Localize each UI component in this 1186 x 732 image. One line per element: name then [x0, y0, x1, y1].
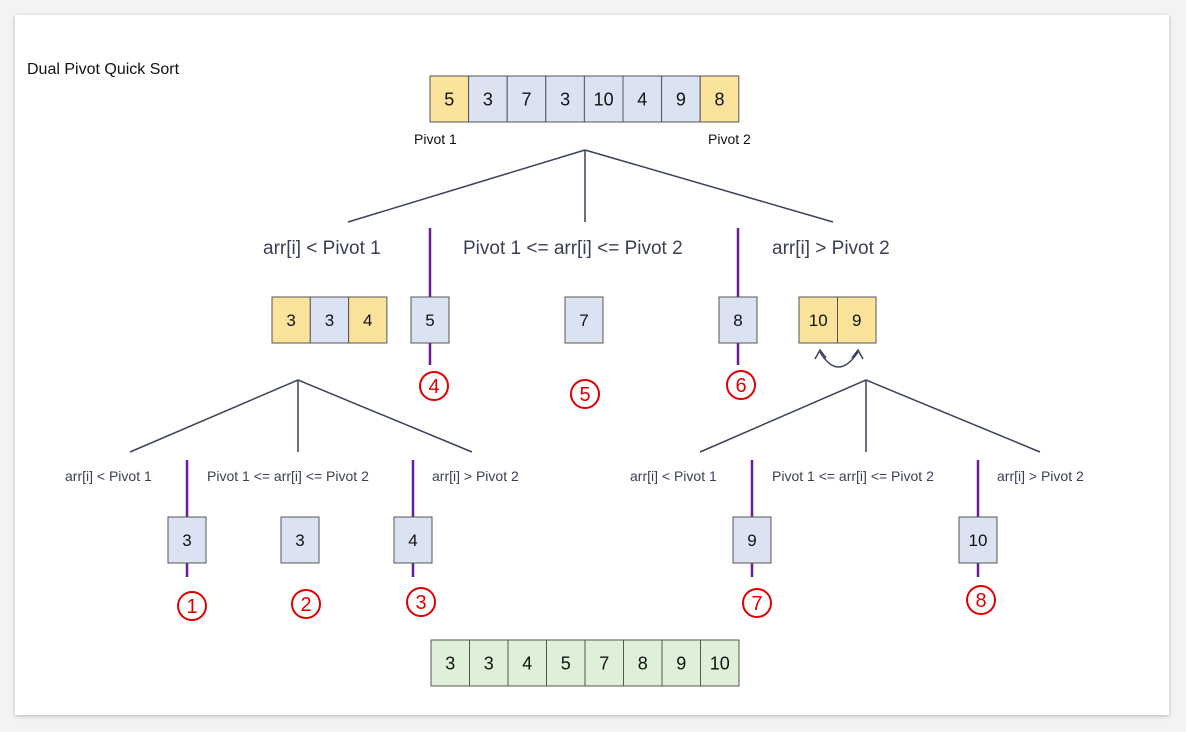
sorted-array-cell-7: [700, 639, 740, 687]
step-number-1: 1: [186, 596, 197, 618]
step-circle-8: [966, 585, 996, 615]
l2-right-cell-0-label: 9: [747, 531, 756, 550]
l1-pivot1-cell-label: 5: [425, 311, 434, 330]
l2-left-condition-less: arr[i] < Pivot 1: [65, 468, 152, 484]
swap-arrowhead-right: [851, 348, 864, 360]
initial-array-cell-0-label: 5: [444, 89, 454, 109]
l2-left-cell-1: [280, 516, 320, 564]
step-circle-4: [419, 371, 449, 401]
l2-left-cell-0-label: 3: [182, 531, 191, 550]
l2-left-cell-2: [393, 516, 433, 564]
l2-left-cell-2-label: 4: [408, 531, 417, 550]
step-number-4: 4: [428, 376, 439, 398]
l1-condition-less: arr[i] < Pivot 1: [263, 238, 381, 259]
l2-right-cell-1-label: 10: [969, 531, 988, 550]
step-number-5: 5: [579, 384, 590, 406]
diagram-title: Dual Pivot Quick Sort: [27, 61, 180, 78]
l1-condition-greater: arr[i] > Pivot 2: [772, 238, 890, 259]
l1-left-cell-0-label: 3: [286, 311, 295, 330]
initial-array-cell-4-label: 10: [594, 89, 614, 109]
l1-pivot1-cell: [410, 296, 450, 344]
sorted-array-cell-5-label: 8: [638, 653, 648, 673]
initial-array-cell-3-label: 3: [560, 89, 570, 109]
step-circle-7: [742, 588, 772, 618]
l1-condition-between: Pivot 1 <= arr[i] <= Pivot 2: [463, 238, 683, 259]
sorted-array-cell-6: [661, 639, 701, 687]
l1-left-cell-2: [348, 296, 388, 344]
l2-left-cell-1-label: 3: [295, 531, 304, 550]
l1-middle-cell: [564, 296, 604, 344]
initial-array-cell-0: [429, 75, 470, 123]
initial-array-cell-7: [699, 75, 740, 123]
l1-right-cell-1: [837, 296, 877, 344]
sorted-array-cell-4-label: 7: [599, 653, 609, 673]
l2-left-condition-between: Pivot 1 <= arr[i] <= Pivot 2: [207, 468, 369, 484]
initial-array-cell-7-label: 8: [714, 89, 724, 109]
initial-array-cell-6: [661, 75, 701, 123]
step-circle-6: [726, 370, 756, 400]
step-circle-5: [570, 379, 600, 409]
initial-array-cell-6-label: 9: [676, 89, 686, 109]
pivot2-label: Pivot 2: [708, 131, 751, 147]
step-number-8: 8: [975, 590, 986, 612]
sorted-array-cell-3-label: 5: [561, 653, 571, 673]
initial-array-cell-1: [468, 75, 508, 123]
sorted-array-cell-5: [623, 639, 663, 687]
sorted-array-cell-2-label: 4: [522, 653, 532, 673]
l2-left-branch-right: [297, 379, 473, 453]
swap-arrow: [819, 351, 859, 368]
l2-left-cell-0: [167, 516, 207, 564]
sorted-array-cell-0: [430, 639, 470, 687]
l1-right-cell-0-label: 10: [809, 311, 828, 330]
initial-array-cell-3: [545, 75, 585, 123]
swap-arrowhead-left: [814, 348, 827, 360]
sorted-array-cell-0-label: 3: [445, 653, 455, 673]
step-number-6: 6: [735, 375, 746, 397]
l1-left-cell-1: [309, 296, 350, 344]
sorted-array-cell-2: [507, 639, 547, 687]
l1-right-cell-0: [798, 296, 838, 344]
sorted-array-cell-4: [584, 639, 624, 687]
l2-right-condition-greater: arr[i] > Pivot 2: [997, 468, 1084, 484]
initial-array-cell-2: [506, 75, 547, 123]
step-number-7: 7: [751, 593, 762, 615]
l2-right-branch-left: [699, 379, 867, 453]
initial-array-cell-2-label: 7: [521, 89, 531, 109]
l1-left-cell-0: [271, 296, 311, 344]
l1-left-cell-1-label: 3: [325, 311, 334, 330]
l2-right-branch-right: [865, 379, 1041, 453]
l1-right-cell-1-label: 9: [852, 311, 861, 330]
l2-right-condition-between: Pivot 1 <= arr[i] <= Pivot 2: [772, 468, 934, 484]
sorted-array-cell-7-label: 10: [710, 653, 730, 673]
l2-right-cell-0: [732, 516, 772, 564]
l1-branch-left: [347, 149, 586, 223]
diagram-canvas: [15, 15, 1169, 715]
l1-pivot2-cell-label: 8: [733, 311, 742, 330]
initial-array-cell-1-label: 3: [483, 89, 493, 109]
l1-left-cell-2-label: 4: [363, 311, 372, 330]
sorted-array-cell-1-label: 3: [484, 653, 494, 673]
l1-middle-cell-label: 7: [579, 311, 588, 330]
l1-branch-right: [584, 149, 834, 223]
step-number-3: 3: [415, 592, 426, 614]
pivot1-label: Pivot 1: [414, 131, 457, 147]
l2-left-condition-greater: arr[i] > Pivot 2: [432, 468, 519, 484]
l2-left-branch-left: [129, 379, 299, 453]
l1-pivot2-cell: [718, 296, 758, 344]
l2-right-condition-less: arr[i] < Pivot 1: [630, 468, 717, 484]
initial-array-cell-4: [583, 75, 624, 123]
step-circle-2: [291, 589, 321, 619]
step-circle-1: [177, 591, 207, 621]
initial-array-cell-5: [622, 75, 663, 123]
l2-right-cell-1: [958, 516, 998, 564]
step-circle-3: [406, 587, 436, 617]
initial-array-cell-5-label: 4: [637, 89, 647, 109]
sorted-array-cell-6-label: 9: [676, 653, 686, 673]
step-number-2: 2: [300, 594, 311, 616]
